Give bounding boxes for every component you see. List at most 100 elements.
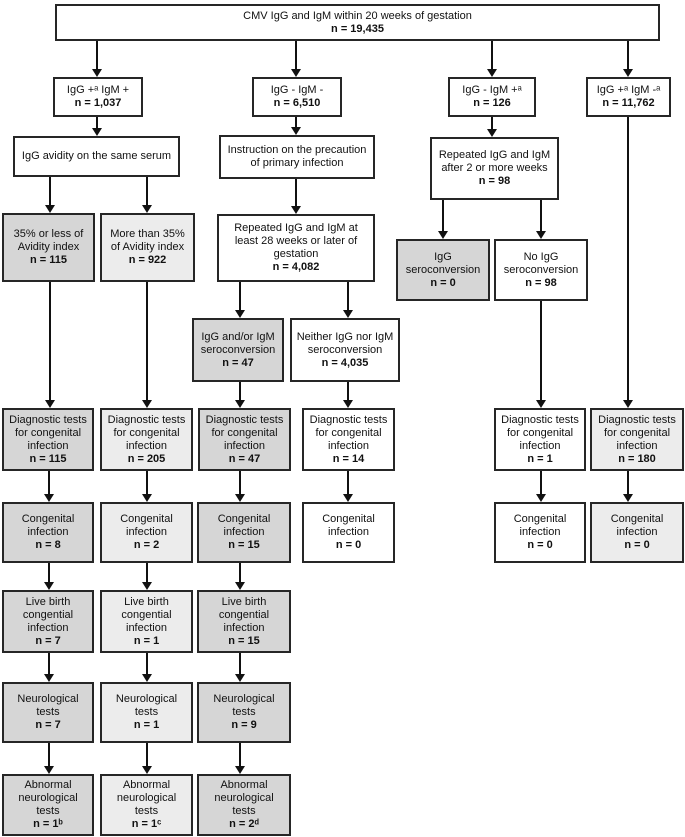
node-count: n = 180 xyxy=(618,452,656,465)
node-count: n = 7 xyxy=(35,719,61,731)
node-congenital-infection-col5: Congenital infection n = 0 xyxy=(494,502,586,563)
node-neurological-tests-col2: Neurological tests n = 1 xyxy=(100,682,193,743)
flow-arrow xyxy=(235,471,245,502)
flow-arrow xyxy=(536,471,546,502)
flow-arrow xyxy=(235,743,245,774)
node-count: n = 115 xyxy=(29,254,67,266)
node-root: CMV IgG and IgM within 20 weeks of gesta… xyxy=(55,4,660,41)
flow-arrow xyxy=(291,179,301,214)
node-label: Repeated IgG and IgM at least 28 weeks o… xyxy=(234,222,358,260)
node-congenital-infection-col3: Congenital infection n = 15 xyxy=(197,502,291,563)
node-label: Diagnostic tests for congenital infectio… xyxy=(205,413,284,452)
node-label: IgG +ᵃ IgM + xyxy=(66,84,130,96)
flow-arrow xyxy=(623,471,633,502)
flow-arrow xyxy=(291,41,301,77)
flow-arrow xyxy=(487,117,497,137)
node-label: IgG avidity on the same serum xyxy=(21,150,172,162)
node-count: n = 98 xyxy=(478,175,511,187)
node-label: Abnormal neurological tests xyxy=(18,779,78,817)
node-label: Live birth congential infection xyxy=(218,595,270,634)
node-label: Abnormal neurological tests xyxy=(116,779,177,817)
flow-arrow xyxy=(92,117,102,136)
node-label: IgG - IgM +ᵃ xyxy=(462,84,522,96)
node-diagnostic-tests-col2: Diagnostic tests for congenital infectio… xyxy=(100,408,193,471)
node-igg-pos-igm-neg: IgG +ᵃ IgM -ᵃ n = 11,762 xyxy=(586,77,671,117)
node-neither-seroconversion: Neither IgG nor IgM seroconversion n = 4… xyxy=(290,318,400,382)
node-count: n = 6,510 xyxy=(273,97,321,109)
flow-arrow xyxy=(142,177,152,213)
node-count: n = 15 xyxy=(228,634,260,647)
node-count: n = 15 xyxy=(228,539,260,551)
node-count: n = 47 xyxy=(222,356,254,369)
node-igg-pos-igm-pos: IgG +ᵃ IgM + n = 1,037 xyxy=(53,77,143,117)
node-abnormal-neurological-col1: Abnormal neurological tests n = 1ᵇ xyxy=(2,774,94,836)
node-label: Congenital infection xyxy=(322,513,375,538)
node-count: n = 0 xyxy=(430,276,456,289)
node-repeated-after-2-weeks: Repeated IgG and IgM after 2 or more wee… xyxy=(430,137,559,200)
node-label: Congenital infection xyxy=(513,513,567,538)
node-count: n = 9 xyxy=(231,719,257,731)
node-congenital-infection-col2: Congenital infection n = 2 xyxy=(100,502,193,563)
node-label: Live birth congential infection xyxy=(22,595,74,634)
node-count: n = 0 xyxy=(335,539,362,551)
node-igg-seroconversion: IgG seroconversion n = 0 xyxy=(396,239,490,301)
flow-arrow xyxy=(536,301,546,408)
flow-arrow xyxy=(142,471,152,502)
node-diagnostic-tests-col6: Diagnostic tests for congenital infectio… xyxy=(590,408,684,471)
flow-arrow xyxy=(235,563,245,590)
node-label: IgG seroconversion xyxy=(405,250,481,276)
node-count: n = 205 xyxy=(127,452,166,465)
node-diagnostic-tests-col4: Diagnostic tests for congenital infectio… xyxy=(302,408,395,471)
flow-arrow xyxy=(536,200,546,239)
node-live-birth-col3: Live birth congential infection n = 15 xyxy=(197,590,291,653)
node-instruction-primary-infection: Instruction on the precaution of primary… xyxy=(219,135,375,179)
flow-arrow xyxy=(487,41,497,77)
node-label: Abnormal neurological tests xyxy=(214,779,274,817)
node-label: Congenital infection xyxy=(21,513,75,538)
node-count: n = 0 xyxy=(527,539,553,551)
flow-arrow xyxy=(142,282,152,408)
flow-arrow xyxy=(623,117,633,408)
node-diagnostic-tests-col5: Diagnostic tests for congenital infectio… xyxy=(494,408,586,471)
node-label: Congenital infection xyxy=(120,513,173,538)
node-label: IgG +ᵃ IgM -ᵃ xyxy=(596,84,661,96)
node-avidity-more-than-35: More than 35% of Avidity index n = 922 xyxy=(100,213,195,282)
node-label: Neurological tests xyxy=(213,693,275,718)
node-neurological-tests-col3: Neurological tests n = 9 xyxy=(197,682,291,743)
flow-arrow xyxy=(45,177,55,213)
flow-arrow xyxy=(235,282,245,318)
flow-arrow xyxy=(142,743,152,774)
node-igg-igm-seroconversion: IgG and/or IgM seroconversion n = 47 xyxy=(192,318,284,382)
node-label: Neither IgG nor IgM seroconversion xyxy=(296,330,394,356)
flow-arrow xyxy=(343,282,353,318)
flow-arrow xyxy=(44,471,54,502)
flow-arrow xyxy=(44,563,54,590)
node-count: n = 1ᶜ xyxy=(131,818,162,830)
node-label: More than 35% of Avidity index xyxy=(110,228,185,253)
flow-arrow xyxy=(438,200,448,239)
node-abnormal-neurological-col3: Abnormal neurological tests n = 2ᵈ xyxy=(197,774,291,836)
flow-arrow xyxy=(142,563,152,590)
node-count: n = 1,037 xyxy=(74,97,122,109)
node-live-birth-col2: Live birth congential infection n = 1 xyxy=(100,590,193,653)
node-label: CMV IgG and IgM within 20 weeks of gesta… xyxy=(243,9,472,22)
node-label: Diagnostic tests for congenital infectio… xyxy=(9,413,87,452)
node-avidity-35-or-less: 35% or less of Avidity index n = 115 xyxy=(2,213,95,282)
node-count: n = 47 xyxy=(228,452,261,465)
node-count: n = 922 xyxy=(128,254,167,266)
flow-arrow xyxy=(343,471,353,502)
node-count: n = 115 xyxy=(29,452,67,465)
node-congenital-infection-col1: Congenital infection n = 8 xyxy=(2,502,94,563)
node-count: n = 4,035 xyxy=(321,356,369,369)
node-count: n = 98 xyxy=(525,276,557,289)
flow-arrow xyxy=(235,382,245,408)
flow-arrow xyxy=(92,41,102,77)
node-diagnostic-tests-col3: Diagnostic tests for congenital infectio… xyxy=(198,408,291,471)
node-label: 35% or less of Avidity index xyxy=(13,228,84,253)
node-count: n = 8 xyxy=(35,539,61,551)
node-label: Repeated IgG and IgM after 2 or more wee… xyxy=(438,149,551,174)
node-count: n = 4,082 xyxy=(272,261,320,273)
node-count: n = 2 xyxy=(133,539,160,551)
node-congenital-infection-col4: Congenital infection n = 0 xyxy=(302,502,395,563)
